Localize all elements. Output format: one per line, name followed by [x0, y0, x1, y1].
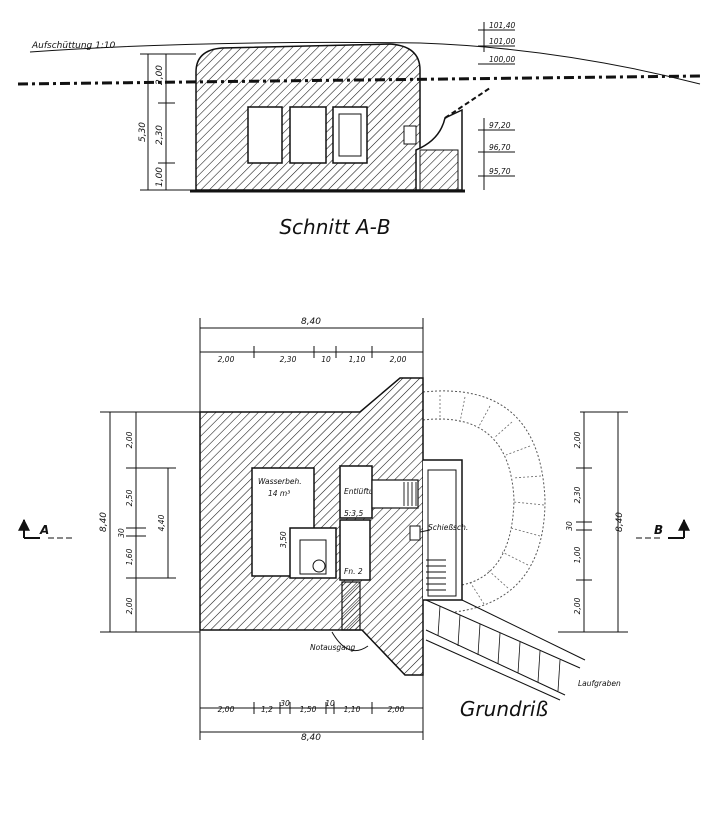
elev-95-70: 95,70 [489, 167, 511, 176]
top-dim-3: 10 [321, 355, 331, 364]
elev-96-70: 96,70 [489, 143, 511, 152]
machine-box [299, 539, 327, 575]
section-opening-3 [332, 106, 368, 164]
elev-101-40: 101,40 [489, 21, 515, 30]
bottom-dim-6: 1,10 [344, 705, 361, 714]
dim-left-ticks [126, 467, 176, 579]
top-dim-1: 2,00 [218, 355, 235, 364]
loophole-leader [419, 529, 431, 533]
section-title: Schnitt A-B [279, 215, 390, 239]
dim-bottom-ticks [253, 702, 373, 714]
ventilation-label: Entlüftung [344, 487, 383, 496]
left-inner-dim: 4,40 [157, 514, 166, 531]
right-dim-1: 2,00 [573, 431, 582, 448]
section-opening-3-inner [338, 113, 362, 157]
right-dim-2: 2,30 [573, 486, 582, 503]
spiral-stair [422, 390, 546, 613]
plan-right-total: 8,40 [615, 512, 625, 532]
dim-total-height: 5,30 [138, 122, 148, 142]
stair-treads [426, 559, 446, 591]
dim-height-1: 2,00 [155, 65, 165, 85]
section-marker-a: A [18, 518, 72, 539]
stair-shaft [423, 459, 463, 601]
dim-height-2: 2,30 [155, 125, 165, 145]
machine-circle [312, 559, 326, 573]
fill-line [29, 41, 701, 85]
trench-label: Laufgraben [578, 679, 621, 688]
trench-ticks [437, 605, 561, 692]
water-tank-label: Wasserbeh. [258, 477, 302, 486]
marker-b-label: B [654, 523, 663, 537]
small-label-2: 3,50 [279, 531, 288, 548]
corridor [339, 519, 371, 581]
elevation-marks [478, 22, 515, 190]
bottom-dim-5: 10 [325, 699, 335, 708]
elev-100-00: 100,00 [489, 55, 515, 64]
plan-title: Grundriß [460, 697, 548, 721]
dim-right-ticks [576, 467, 592, 581]
bottom-dim-4: 1,50 [300, 705, 317, 714]
plan-width-top: 8,40 [301, 317, 321, 327]
small-label-1: 5:3,5 [344, 509, 363, 518]
trench [425, 599, 586, 701]
section-view: Aufschüttung 1:10 5,30 2,00 2,30 1,00 [17, 21, 701, 239]
plan-left-total: 8,40 [99, 512, 109, 532]
bottom-dim-1: 2,00 [218, 705, 235, 714]
top-dim-2: 2,30 [280, 355, 297, 364]
elev-101-00: 101,00 [489, 37, 515, 46]
section-entrance-fill [419, 149, 459, 191]
section-opening-1 [247, 106, 283, 164]
left-dim-2: 2,50 [125, 489, 134, 506]
emergency-exit-shaft [341, 581, 361, 631]
small-label-3: Fn. 2 [344, 567, 363, 576]
marker-a-label: A [39, 523, 49, 537]
left-dim-1: 2,00 [125, 431, 134, 448]
section-small-opening [403, 125, 417, 145]
top-dim-4: 1,10 [349, 355, 366, 364]
right-small-dim: 30 [565, 521, 574, 531]
bottom-dim-3: 30 [280, 699, 290, 708]
bottom-dim-7: 2,00 [388, 705, 405, 714]
emergency-exit-label: Notausgang [310, 643, 356, 652]
loophole-box [409, 525, 421, 541]
emergency-exit-arc [331, 631, 369, 652]
dim-top-ticks [253, 346, 373, 358]
water-volume-label: 14 m³ [268, 489, 290, 498]
section-opening-2 [289, 106, 327, 164]
right-dim-4: 2,00 [573, 597, 582, 614]
left-dim-5: 2,00 [125, 597, 134, 614]
bottom-dim-2: 1,2 [261, 705, 273, 714]
stair-inner [427, 469, 457, 597]
entrance-passage [371, 479, 419, 509]
right-dim-3: 1,00 [573, 546, 582, 563]
top-dim-5: 2,00 [390, 355, 407, 364]
dim-height-3: 1,00 [155, 167, 165, 187]
section-slope [444, 87, 491, 119]
ventilation-shaft [339, 465, 373, 519]
loophole-label: Schießsch. [428, 523, 468, 532]
plan-width-bottom: 8,40 [301, 733, 321, 743]
fill-note: Aufschüttung 1:10 [31, 41, 116, 51]
left-dim-4: 1,60 [125, 548, 134, 565]
elev-97-20: 97,20 [489, 121, 511, 130]
plan-view: 8,40 2,00 2,30 10 1,10 2,00 [18, 317, 690, 743]
left-dim-3: 30 [117, 528, 126, 538]
section-marker-b: B [636, 518, 690, 539]
entrance-steps [403, 482, 417, 506]
